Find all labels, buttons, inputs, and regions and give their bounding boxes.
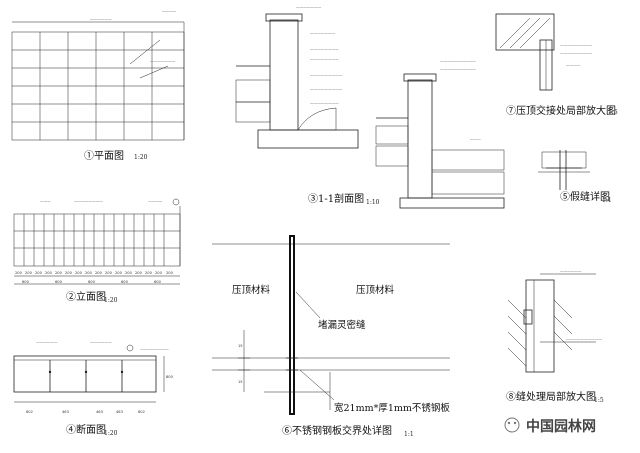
watermark-text: 中国园林网 <box>526 418 596 435</box>
svg-text:—————————: ————————— <box>310 87 343 91</box>
plan-caption: ①平面图 <box>84 150 124 162</box>
svg-text:——————: —————— <box>36 340 58 344</box>
svg-text:————————: ———————— <box>74 199 103 203</box>
steel-label-plate: 宽21mm*厚1mm不锈钢板 <box>334 402 450 414</box>
elevation-dim: 200 <box>15 271 23 275</box>
corner-scale: 1:5 <box>608 109 618 116</box>
elevation-dim: 200 <box>105 271 113 275</box>
svg-text:—————————: ————————— <box>560 51 593 55</box>
seam-caption: ⑧缝处理局部放大图 <box>506 390 596 403</box>
elevation-dim: 200 <box>25 271 33 275</box>
svg-text:———————: ——————— <box>310 31 336 35</box>
steel-dim-1: 15 <box>238 344 243 348</box>
svg-text:————————: ———————— <box>310 101 339 105</box>
seam-detail-drawing: —————— —————————— <box>507 269 602 373</box>
elevation-dim: 200 <box>35 271 43 275</box>
svg-text:————————: ———————— <box>310 57 339 61</box>
corner-detail-drawing: ————————— ————————— ———— <box>495 13 593 91</box>
elevation-dim: 200 <box>125 271 133 275</box>
svg-text:——————: —————— <box>90 17 112 21</box>
cut-dim: 602 <box>138 410 145 414</box>
elevation-total: 600 <box>55 280 63 284</box>
steel-dim-2: 15 <box>238 380 243 384</box>
svg-text:———: ——— <box>470 137 481 141</box>
cut-dim-row: 602 463 463 463 602 800 <box>26 375 174 414</box>
elevation-total: 600 <box>88 280 96 284</box>
svg-text:——————————: —————————— <box>566 337 602 341</box>
plan-scale: 1:20 <box>134 154 148 161</box>
seam-scale: 1:5 <box>594 397 604 404</box>
steel-caption: ⑥不锈钢钢板交界处详图 <box>282 424 392 437</box>
section-drawing: ——————— ——————— ———————— ———————— ——————… <box>235 5 505 209</box>
cut-dim: 463 <box>96 410 103 414</box>
joint-scale: 1:1 <box>602 197 612 204</box>
svg-text:———————: ——————— <box>296 5 322 9</box>
svg-text:————————: ———————— <box>140 347 169 351</box>
svg-text:———————: ——————— <box>150 59 176 63</box>
elevation-dim: 200 <box>115 271 123 275</box>
joint-detail-drawing <box>538 150 590 190</box>
elevation-dim: 200 <box>65 271 73 275</box>
elevation-dim: 200 <box>166 271 174 275</box>
svg-text:————: ———— <box>566 63 581 67</box>
elevation-total: 600 <box>154 280 162 284</box>
elevation-dim: 200 <box>55 271 63 275</box>
section-caption: ③1-1剖面图 <box>308 192 364 205</box>
cut-dim: 463 <box>116 410 123 414</box>
svg-text:———: ——— <box>40 199 51 203</box>
elevation-dim: 200 <box>145 271 153 275</box>
cut-scale: 1:20 <box>104 430 118 437</box>
svg-text:—————————: ————————— <box>560 43 593 47</box>
elevation-total: 600 <box>121 280 129 284</box>
steel-scale: 1:1 <box>404 431 414 438</box>
elevation-drawing: ——— ———————— ———— <box>13 198 181 285</box>
svg-text:————————: ———————— <box>310 47 339 51</box>
elevation-dim: 200 <box>95 271 103 275</box>
steel-label-seal: 堵漏灵密缝 <box>318 319 366 331</box>
plan-drawing: —————— ———— ——————— <box>11 9 185 141</box>
elevation-dim-row: 200 200 200 200 200 200 200 200 200 200 … <box>15 271 174 284</box>
cut-dim: 463 <box>62 410 69 414</box>
cut-side-dim: 800 <box>166 375 174 379</box>
svg-text:——————: —————— <box>90 340 112 344</box>
steel-detail-drawing <box>212 235 450 415</box>
cut-caption: ④断面图 <box>66 423 106 436</box>
elevation-dim: 200 <box>45 271 53 275</box>
elevation-total: 600 <box>22 280 30 284</box>
section-scale: 1:10 <box>366 199 380 206</box>
svg-text:————: ———— <box>162 9 177 13</box>
joint-caption: ⑤假缝详图 <box>560 190 610 203</box>
cut-dim: 602 <box>26 410 33 414</box>
elevation-dim: 200 <box>135 271 143 275</box>
svg-text:——————————: —————————— <box>440 67 476 71</box>
elevation-dim: 200 <box>155 271 163 275</box>
steel-label-right: 压顶材料 <box>356 284 395 296</box>
elevation-caption: ②立面图 <box>66 290 106 303</box>
cut-drawing: —————— —————— ———————— <box>13 340 169 403</box>
svg-text:————: ———— <box>148 199 163 203</box>
steel-label-left: 压顶材料 <box>232 284 271 296</box>
elevation-dim: 200 <box>75 271 83 275</box>
svg-text:——————————: —————————— <box>440 59 476 63</box>
elevation-dim: 200 <box>85 271 93 275</box>
watermark-logo <box>504 417 520 433</box>
corner-caption: ⑦压顶交接处局部放大图 <box>506 104 616 117</box>
svg-text:—————————: ————————— <box>310 73 343 77</box>
svg-text:——————: —————— <box>560 269 582 273</box>
elevation-scale: 1:20 <box>104 297 118 304</box>
